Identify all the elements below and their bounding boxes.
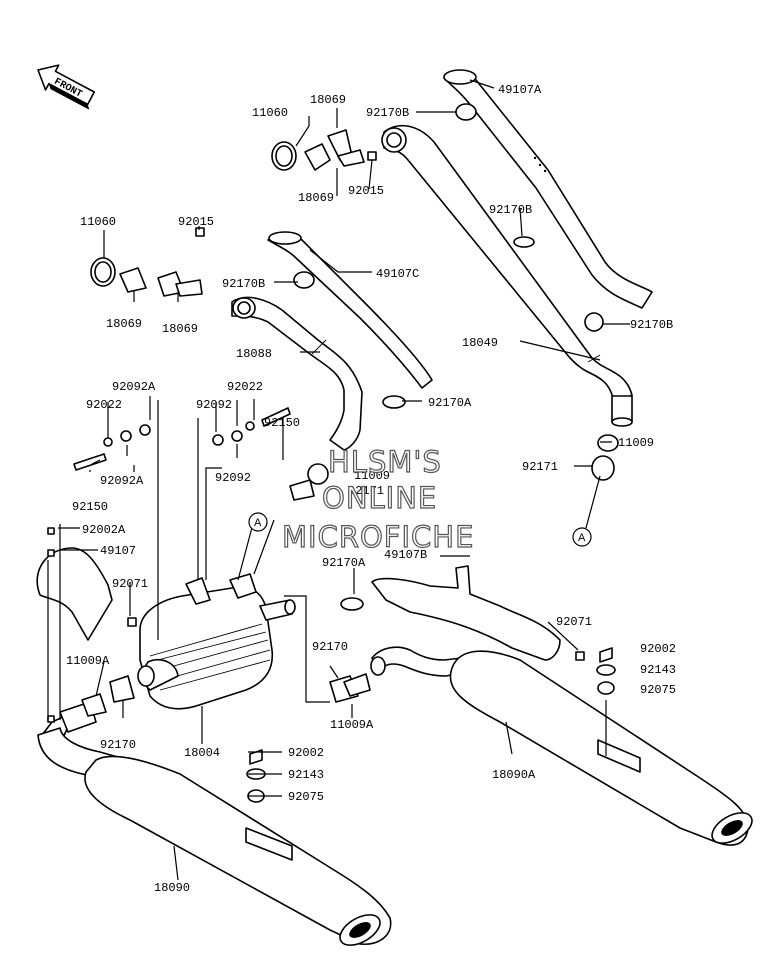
part-label: 18090 <box>154 881 190 895</box>
watermark: HLSM'S ONLINE MICROFICHE <box>281 444 474 554</box>
part-label: 11009A <box>66 654 110 668</box>
watermark-line-1: HLSM'S <box>328 445 442 479</box>
part-label: 92015 <box>178 215 214 229</box>
watermark-line-2: ONLINE <box>322 481 437 515</box>
ref-marker-label: A <box>578 532 586 544</box>
part-label: 92170A <box>322 556 366 570</box>
part-label: 92092 <box>196 398 232 412</box>
part-label: 92002A <box>82 523 126 537</box>
ref-marker-a-2: A <box>572 527 592 547</box>
part-label: 92071 <box>112 577 148 591</box>
part-label: 92150 <box>264 416 300 430</box>
part-label: 49107C <box>376 267 419 281</box>
watermark-line-3: MICROFICHE <box>282 520 474 554</box>
heat-shield-49107a <box>443 69 653 309</box>
part-label: 18069 <box>298 191 334 205</box>
part-label: 92092A <box>100 474 144 488</box>
leader-lines <box>47 79 630 881</box>
part-label: 11060 <box>252 106 288 120</box>
part-label: 18088 <box>236 347 272 361</box>
part-label: 92022 <box>227 380 263 394</box>
part-label: 92171 <box>522 460 558 474</box>
part-label: 49107A <box>498 83 542 97</box>
part-label: 92143 <box>288 768 324 782</box>
part-label: 18004 <box>184 746 220 760</box>
part-label: 92170 <box>312 640 348 654</box>
part-label: 11009A <box>330 718 374 732</box>
heat-shield-49107b <box>371 565 561 661</box>
part-label: 92171 <box>348 484 384 498</box>
heat-shield-49107c <box>267 231 433 389</box>
part-label: 92071 <box>556 615 592 629</box>
part-label: 92143 <box>640 663 676 677</box>
exhaust-pipe-18088 <box>231 296 363 451</box>
part-label: 92170B <box>489 203 532 217</box>
part-label: 49107B <box>384 548 427 562</box>
part-label: 92002 <box>288 746 324 760</box>
part-label: 92075 <box>288 790 324 804</box>
ref-marker-label: A <box>254 517 262 529</box>
part-label: 92015 <box>348 184 384 198</box>
part-label: 18069 <box>162 322 198 336</box>
collector-18004 <box>137 573 296 710</box>
part-labels: 49107A 92170B 18069 11060 18069 92015 92… <box>66 83 676 895</box>
part-label: 92170B <box>630 318 673 332</box>
part-label: 18090A <box>492 768 536 782</box>
part-label: 92092A <box>112 380 156 394</box>
part-label: 49107 <box>100 544 136 558</box>
part-label: 92092 <box>215 471 251 485</box>
part-label: 11060 <box>80 215 116 229</box>
part-label: 92170B <box>222 277 265 291</box>
part-label: 92170 <box>100 738 136 752</box>
part-label: 18049 <box>462 336 498 350</box>
part-label: 92170A <box>428 396 472 410</box>
exhaust-pipe-18049 <box>381 124 633 427</box>
gaskets-and-hardware <box>47 103 619 803</box>
part-label: 11009 <box>618 436 654 450</box>
part-label: 18069 <box>310 93 346 107</box>
part-label: 92002 <box>640 642 676 656</box>
part-label: 92022 <box>86 398 122 412</box>
muffler-18090 <box>36 547 392 946</box>
part-label: 92170B <box>366 106 409 120</box>
front-arrow-icon: FRONT <box>37 64 96 110</box>
part-label: 11009 <box>354 469 390 483</box>
part-label: 92150 <box>72 500 108 514</box>
part-label: 92075 <box>640 683 676 697</box>
ref-marker-a-1: A <box>248 512 268 532</box>
part-label: 18069 <box>106 317 142 331</box>
muffler-18090a <box>370 646 753 846</box>
